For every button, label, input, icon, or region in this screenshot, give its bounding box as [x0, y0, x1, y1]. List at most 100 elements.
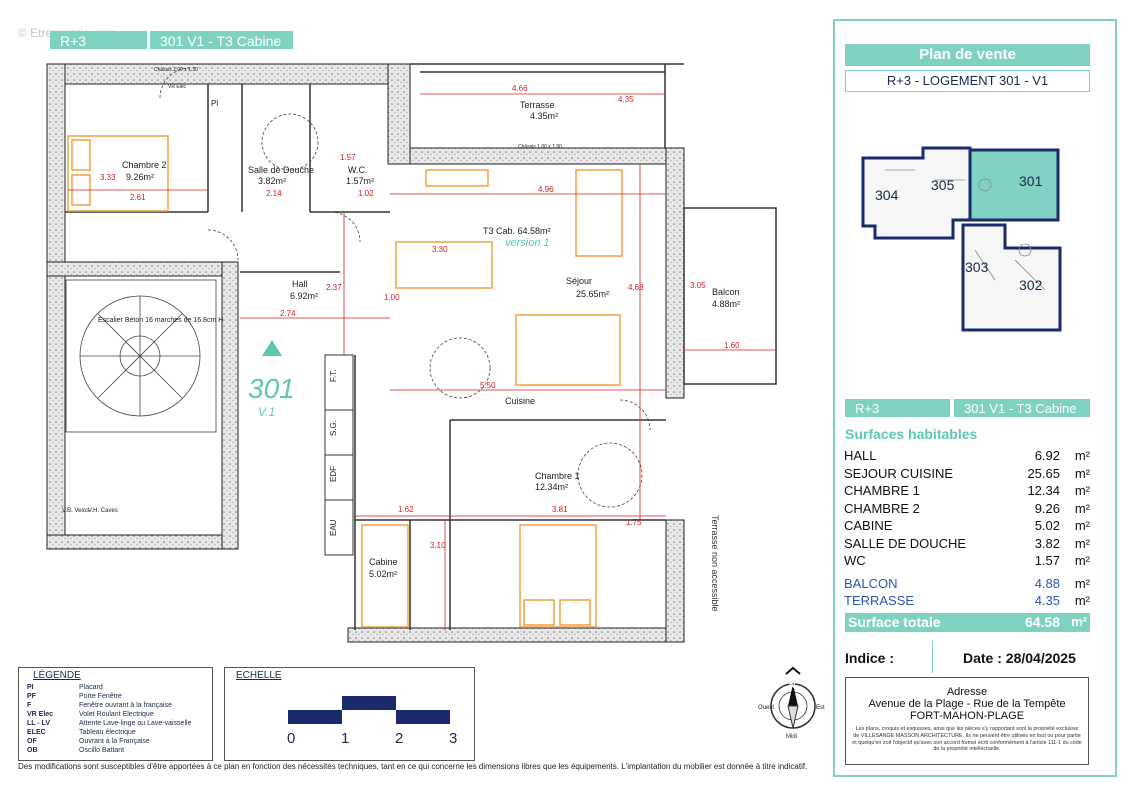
label-chambre2: Chambre 2: [122, 160, 167, 170]
legend-row: OB Oscillo Battant: [27, 747, 212, 755]
dimension-label: 3.10: [430, 541, 446, 550]
label-terrasse-area: 4.35m²: [530, 111, 558, 121]
tech-cupboards: [324, 354, 354, 556]
scale-title: ECHELLE: [236, 670, 282, 681]
label-sejour-area: 25.65m²: [576, 289, 609, 299]
label-unit-big: 301: [248, 373, 295, 404]
label-chassis2: Châssis 1.00 x 1.90: [518, 144, 562, 150]
total-row: Surface totale 64.58 m²: [845, 613, 1090, 632]
dimension-label: 4.96: [538, 185, 554, 194]
surface-name: WC: [844, 553, 866, 568]
surface-unit: m²: [1074, 448, 1090, 463]
label-hall-area: 6.92m²: [290, 291, 318, 301]
label-sejour: Séjour: [566, 276, 592, 286]
surface-name: SEJOUR CUISINE: [844, 465, 954, 481]
surface-name: CABINE: [844, 518, 893, 533]
furniture: [67, 135, 623, 628]
surface-value: 5.02: [1034, 518, 1060, 533]
dimension-label: 1.75: [626, 518, 642, 527]
address-title: Adresse: [946, 686, 988, 698]
key-label-301: 301: [1019, 173, 1043, 189]
legend-desc: Ouvrant à la Française: [79, 738, 150, 745]
exterior-value: 4.35: [1034, 593, 1060, 608]
partitions: [65, 63, 684, 630]
door-swings: [159, 67, 651, 508]
label-eau: EAU: [329, 519, 338, 536]
dimension-label: 2.14: [266, 189, 282, 198]
label-edf: EDF: [329, 466, 338, 482]
surface-row: CABINE 5.02 m²: [844, 518, 1090, 535]
dimension-label: 3.33: [100, 173, 116, 182]
surface-name: SALLE DE DOUCHE: [844, 535, 967, 551]
indice-label: Indice :: [845, 650, 895, 666]
label-stairs: Escalier Béton 16 marches de 16.8cm H: [98, 317, 223, 324]
label-ft: F.T.: [329, 370, 338, 382]
exterior-unit: m²: [1074, 576, 1090, 591]
legend-title: LÉGENDE: [33, 670, 81, 681]
surface-value: 25.65: [1027, 465, 1060, 481]
dimension-label: 1.57: [340, 153, 356, 162]
dimension-label: 4.35: [618, 95, 634, 104]
surface-name: CHAMBRE 1: [844, 483, 920, 498]
label-terrasse-na: Terrasse non accessible: [710, 515, 720, 612]
legend-key: PF: [27, 693, 36, 700]
date-label: Date : 28/04/2025: [963, 650, 1076, 666]
surface-unit: m²: [1074, 553, 1090, 568]
total-value: 64.58: [1024, 614, 1060, 630]
dimension-label: 1.00: [384, 293, 400, 302]
dimension-label: 3.30: [432, 245, 448, 254]
exterior-unit: m²: [1074, 593, 1090, 608]
address-line2: FORT-MAHON-PLAGE: [909, 710, 1025, 722]
dimension-label: 1.62: [398, 505, 414, 514]
key-label-303: 303: [965, 259, 989, 275]
legend-desc: Volet Roulant Electrique: [79, 711, 154, 718]
legend-key: OF: [27, 738, 37, 745]
label-unit-small: V.1: [258, 405, 275, 419]
label-cabine: Cabine: [369, 557, 398, 567]
label-wc-area: 1.57m²: [346, 176, 374, 186]
legend-row: OF Ouvrant à la Française: [27, 738, 212, 746]
level-tag: R+3: [50, 31, 147, 49]
surface-value: 3.82: [1034, 535, 1060, 551]
legend-key: OB: [27, 747, 38, 754]
surfaces-title: Surfaces habitables: [845, 426, 978, 442]
legend-desc: Oscillo Battant: [79, 747, 125, 754]
address-line1: Avenue de la Plage - Rue de la Tempête: [868, 698, 1066, 710]
label-chambre1-area: 12.34m²: [535, 482, 568, 492]
surface-unit: m²: [1074, 518, 1090, 533]
unit-marker-icon: [262, 340, 282, 356]
legend-key: ELEC: [27, 729, 46, 736]
label-balcon: Balcon: [712, 287, 740, 297]
key-plan: 304 305 301 303 302: [861, 146, 1062, 332]
dimension-label: 2.37: [326, 283, 342, 292]
label-chambre1: Chambre 1: [535, 471, 580, 481]
label-chambre2-area: 9.26m²: [126, 172, 154, 182]
exterior-name: BALCON: [844, 576, 898, 591]
compass-n: N: [789, 680, 796, 690]
scale-tick: 2: [395, 730, 404, 747]
surface-name: CHAMBRE 2: [844, 500, 920, 516]
label-sdd: Salle de Douche: [248, 165, 314, 175]
indice-divider: [932, 641, 933, 673]
disclaimer: Les plans, croquis et esquisses, ainsi q…: [852, 726, 1082, 753]
footer-note: Des modifications sont susceptibles d'êt…: [18, 762, 808, 771]
legend-desc: Tableau électrique: [79, 729, 136, 736]
label-chassis1: Châssis 1.00 x 1.30: [154, 67, 198, 73]
surface-value: 6.92: [1034, 448, 1060, 463]
key-label-305: 305: [931, 177, 955, 193]
dimension-label: 4.68: [628, 283, 644, 292]
sidebar-unit-tag: 301 V1 - T3 Cabine: [954, 399, 1090, 417]
surface-unit: m²: [1074, 535, 1090, 551]
label-cuisine: Cuisine: [505, 396, 535, 406]
